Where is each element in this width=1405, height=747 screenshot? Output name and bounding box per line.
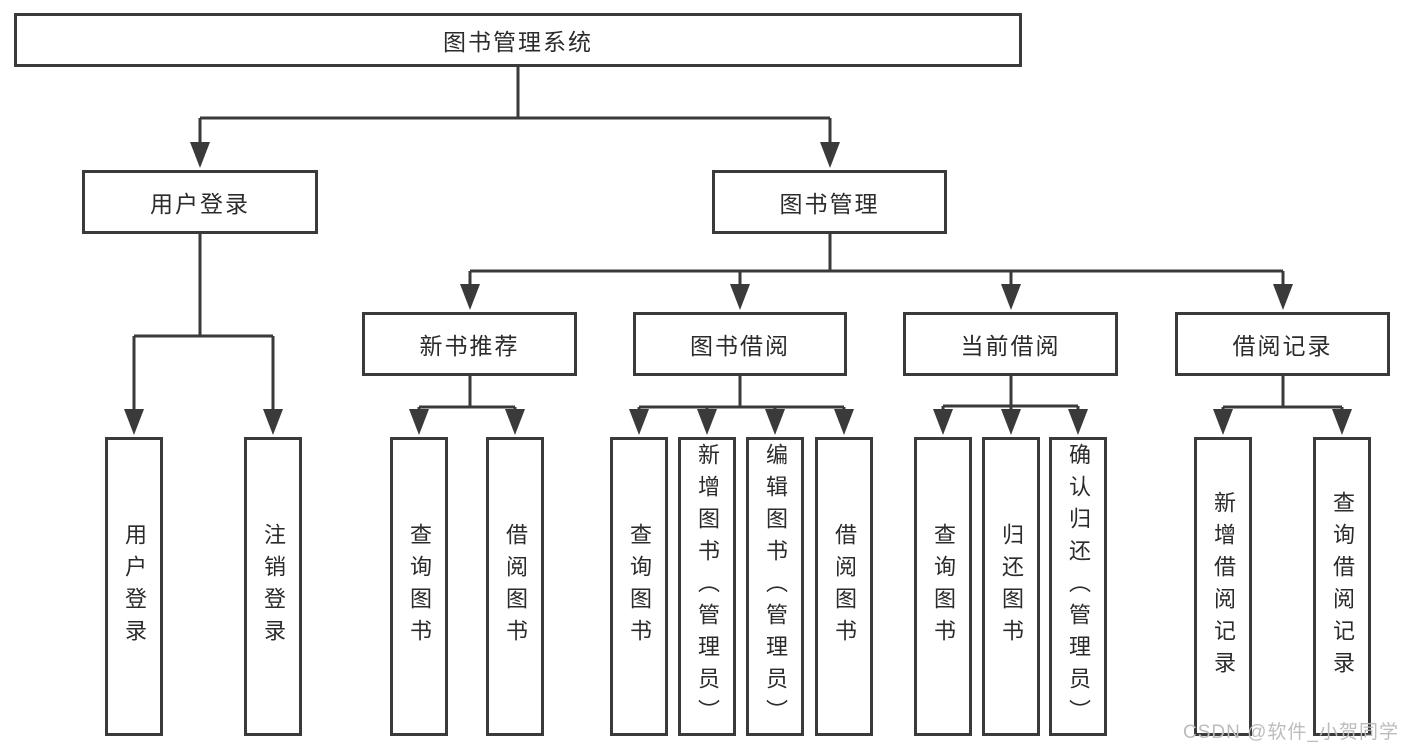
leaf-add-borrow-record: 新增借阅记录 [1194,437,1252,736]
leaf-label: 新增图书（管理员） [695,442,720,731]
leaf-label: 借阅图书 [503,522,528,651]
leaf-add-book-admin: 新增图书（管理员） [678,437,736,736]
node-current-borrowing: 当前借阅 [903,312,1118,376]
leaf-query-books: 查询图书 [914,437,972,736]
leaf-label: 注销登录 [261,522,286,651]
leaf-query-books: 查询图书 [390,437,448,736]
node-new-book-recommend: 新书推荐 [362,312,577,376]
leaf-label: 用户登录 [122,522,147,651]
leaf-edit-book-admin: 编辑图书（管理员） [746,437,804,736]
leaf-return-book: 归还图书 [982,437,1040,736]
leaf-logout: 注销登录 [244,437,302,736]
leaf-label: 确认归还（管理员） [1066,442,1091,731]
node-borrow-records: 借阅记录 [1175,312,1390,376]
leaf-query-borrow-record: 查询借阅记录 [1313,437,1371,736]
leaf-label: 查询图书 [407,522,432,651]
leaf-label: 归还图书 [999,522,1024,651]
leaf-label: 编辑图书（管理员） [763,442,788,731]
node-book-management: 图书管理 [712,170,947,234]
leaf-label: 查询借阅记录 [1330,490,1355,683]
csdn-watermark: CSDN @软件_小贺同学 [1183,722,1399,743]
leaf-label: 查询图书 [931,522,956,651]
leaf-confirm-return-admin: 确认归还（管理员） [1049,437,1107,736]
leaf-borrow-books: 借阅图书 [815,437,873,736]
node-user-login: 用户登录 [82,170,318,234]
leaf-label: 查询图书 [627,522,652,651]
leaf-label: 借阅图书 [832,522,857,651]
leaf-user-login: 用户登录 [105,437,163,736]
leaf-label: 新增借阅记录 [1211,490,1236,683]
leaf-borrow-books: 借阅图书 [486,437,544,736]
node-library-management-system: 图书管理系统 [14,13,1022,67]
node-book-borrowing: 图书借阅 [633,312,847,376]
leaf-query-books: 查询图书 [610,437,668,736]
